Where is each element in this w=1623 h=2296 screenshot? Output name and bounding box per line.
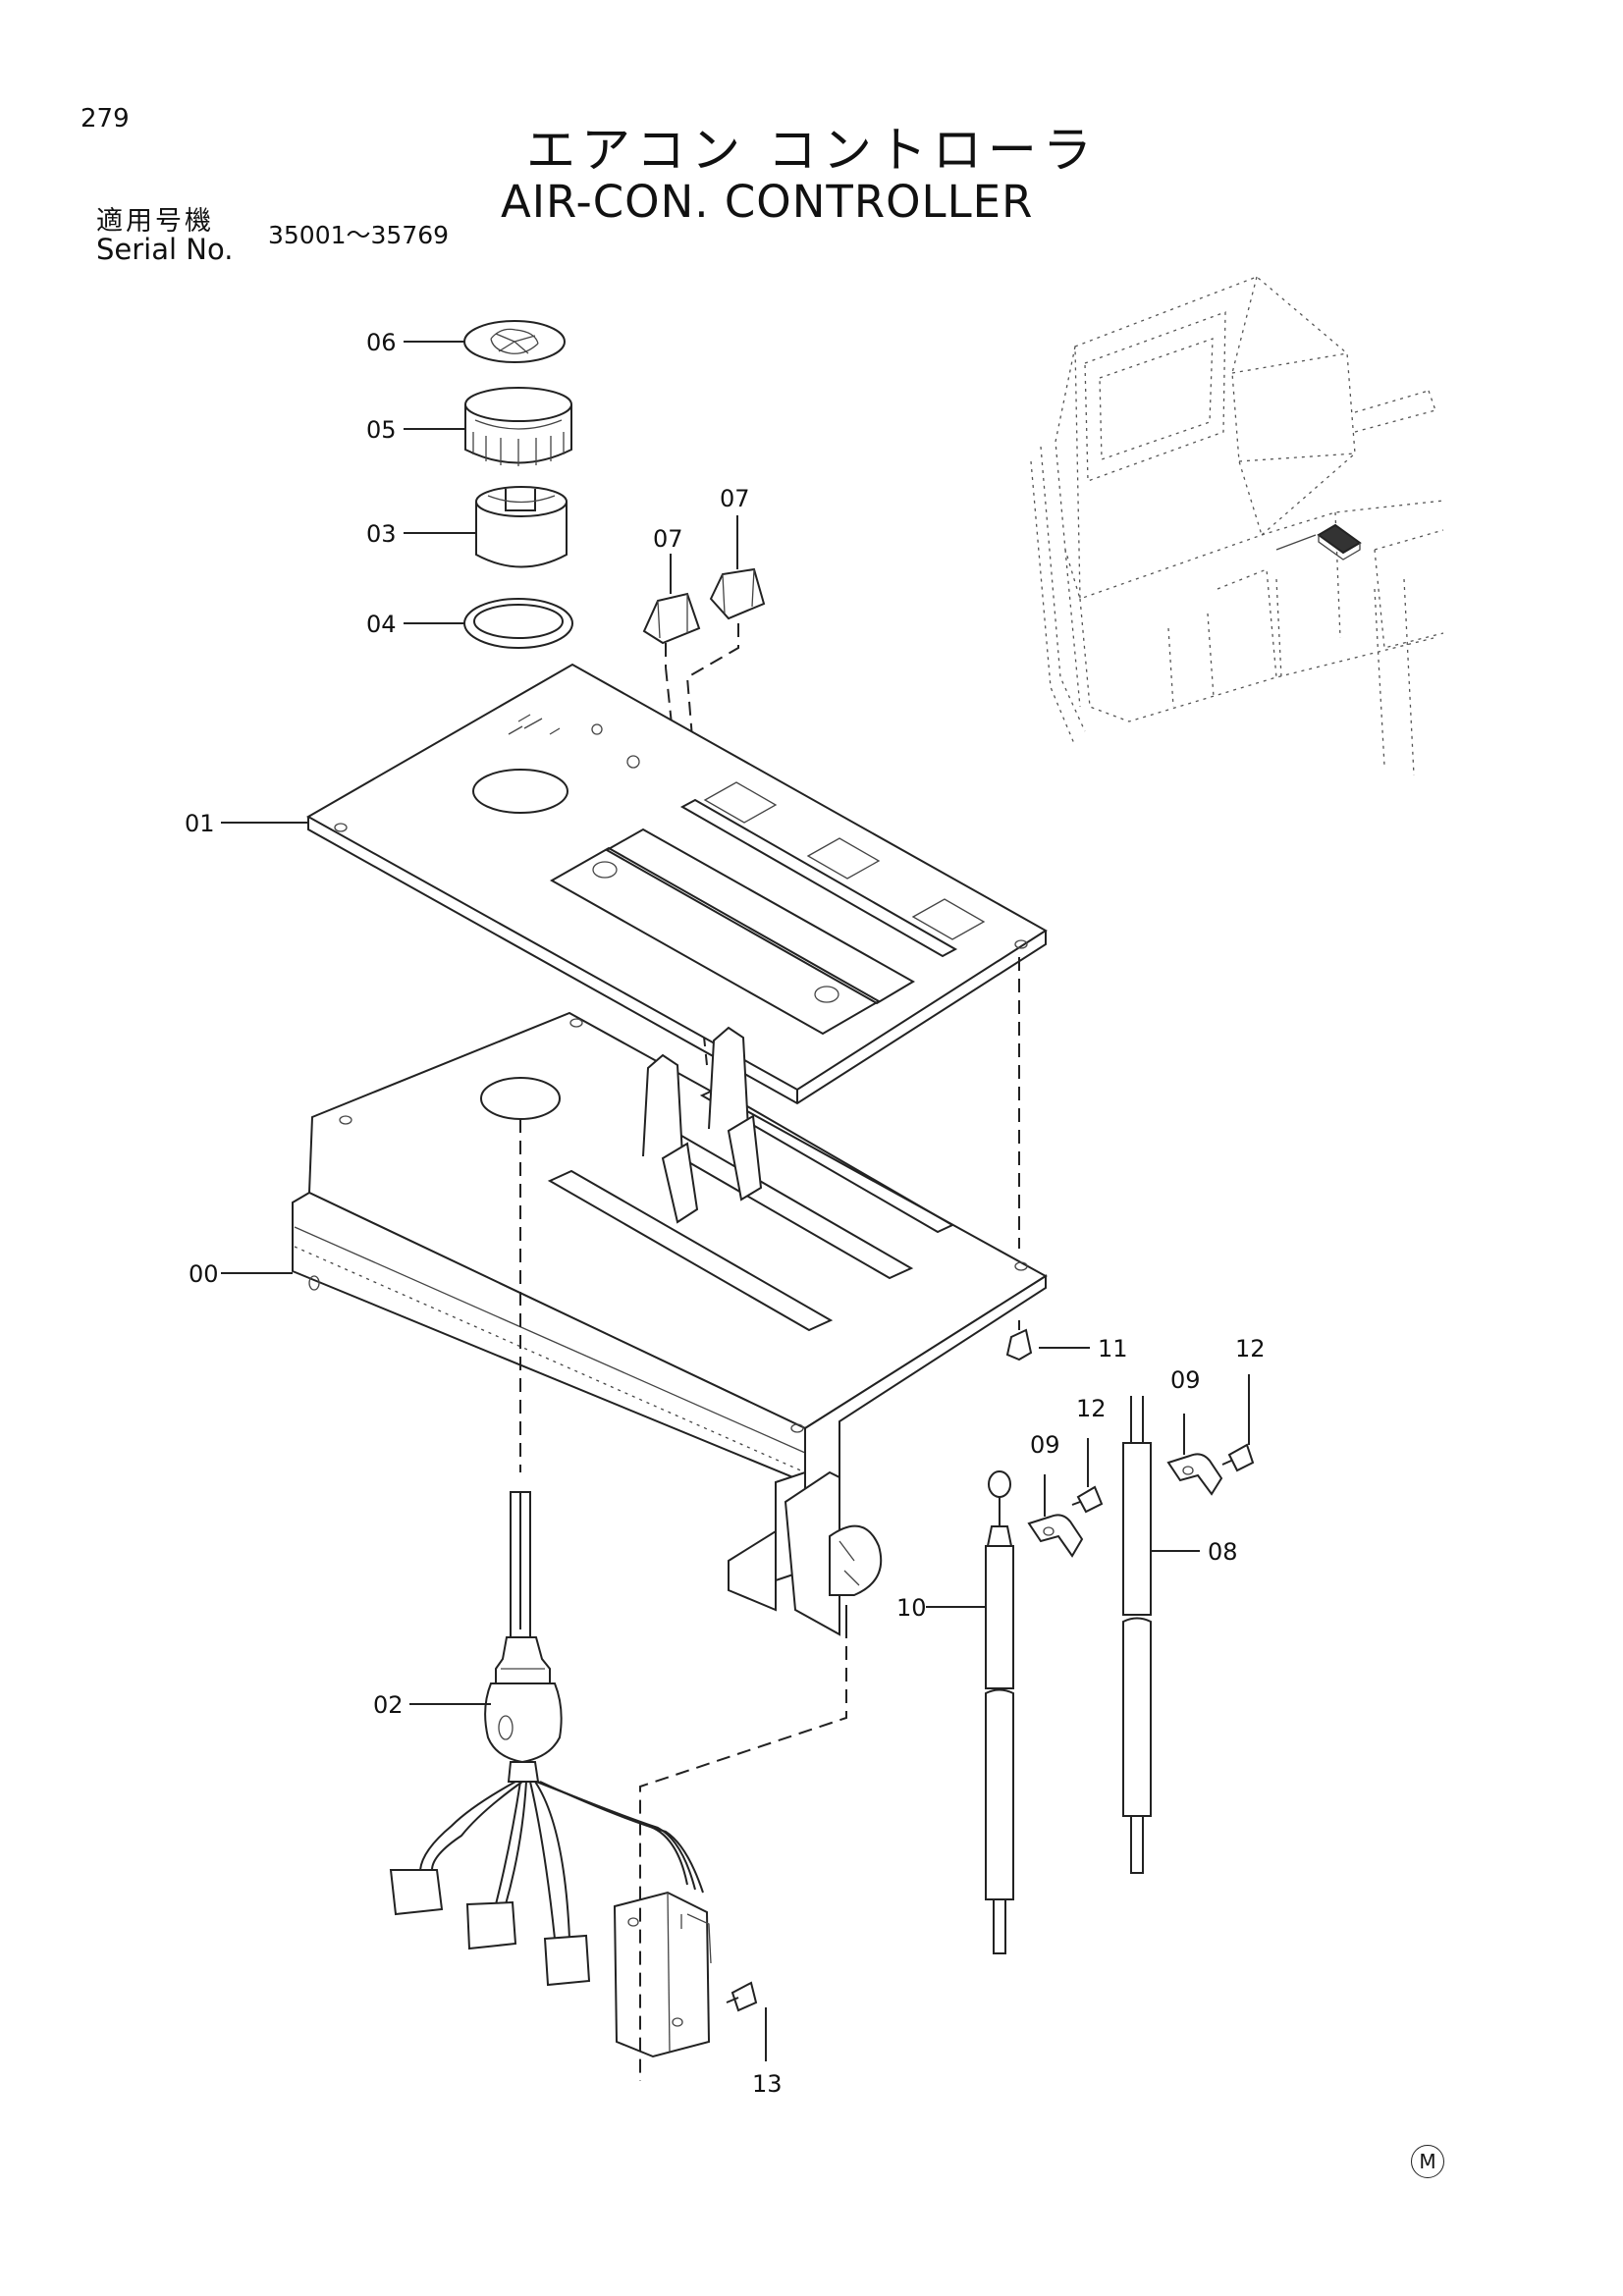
part-12-screw-left bbox=[1071, 1438, 1104, 1514]
callout-01: 01 bbox=[185, 810, 215, 837]
part-02-switch-harness bbox=[389, 1491, 712, 2058]
callout-10: 10 bbox=[896, 1594, 927, 1622]
part-07-slide-knob-left bbox=[642, 554, 701, 645]
part-07-slide-knob-right bbox=[709, 515, 766, 620]
callout-03: 03 bbox=[366, 520, 397, 548]
page-title-japanese: エアコン コントローラ bbox=[526, 122, 1098, 179]
callout-12-right: 12 bbox=[1235, 1335, 1266, 1362]
callout-12-left: 12 bbox=[1076, 1395, 1107, 1422]
part-04-ring bbox=[404, 598, 573, 649]
callout-02: 02 bbox=[373, 1691, 404, 1719]
callout-05: 05 bbox=[366, 416, 397, 444]
part-12-screw-right bbox=[1221, 1374, 1255, 1472]
serial-range: 35001～35769 bbox=[268, 221, 450, 249]
callout-07-right: 07 bbox=[720, 485, 750, 512]
serial-label-english: Serial No. bbox=[96, 233, 234, 266]
part-10-cable bbox=[926, 1470, 1014, 1954]
callout-11: 11 bbox=[1098, 1335, 1128, 1362]
part-09-clamp-left bbox=[1027, 1474, 1084, 1558]
cab-inset-illustration bbox=[1030, 276, 1444, 776]
callout-07-left: 07 bbox=[653, 525, 683, 553]
page-number: 279 bbox=[81, 104, 130, 133]
serial-label-japanese: 適用号機 bbox=[96, 206, 214, 237]
part-01-top-plate bbox=[305, 663, 1048, 1105]
callout-08: 08 bbox=[1208, 1538, 1238, 1566]
part-09-clamp-right bbox=[1166, 1414, 1223, 1496]
part-06-dial-face bbox=[404, 320, 566, 363]
page-title-english: AIR-CON. CONTROLLER bbox=[501, 176, 1034, 228]
part-03-sleeve bbox=[404, 486, 568, 568]
part-11-grommet bbox=[1005, 1320, 1090, 1362]
part-00-base-bracket bbox=[292, 1011, 1048, 1636]
callout-04: 04 bbox=[366, 611, 397, 638]
callout-13: 13 bbox=[752, 2070, 783, 2098]
callout-09-left: 09 bbox=[1030, 1431, 1060, 1459]
part-08-cable bbox=[1122, 1396, 1200, 1874]
callout-09-right: 09 bbox=[1170, 1366, 1201, 1394]
part-05-knob bbox=[404, 387, 572, 466]
part-13-screw bbox=[726, 1981, 767, 2061]
callout-06: 06 bbox=[366, 329, 397, 356]
callout-00: 00 bbox=[189, 1260, 219, 1288]
manufacturer-mark: M bbox=[1411, 2145, 1444, 2178]
